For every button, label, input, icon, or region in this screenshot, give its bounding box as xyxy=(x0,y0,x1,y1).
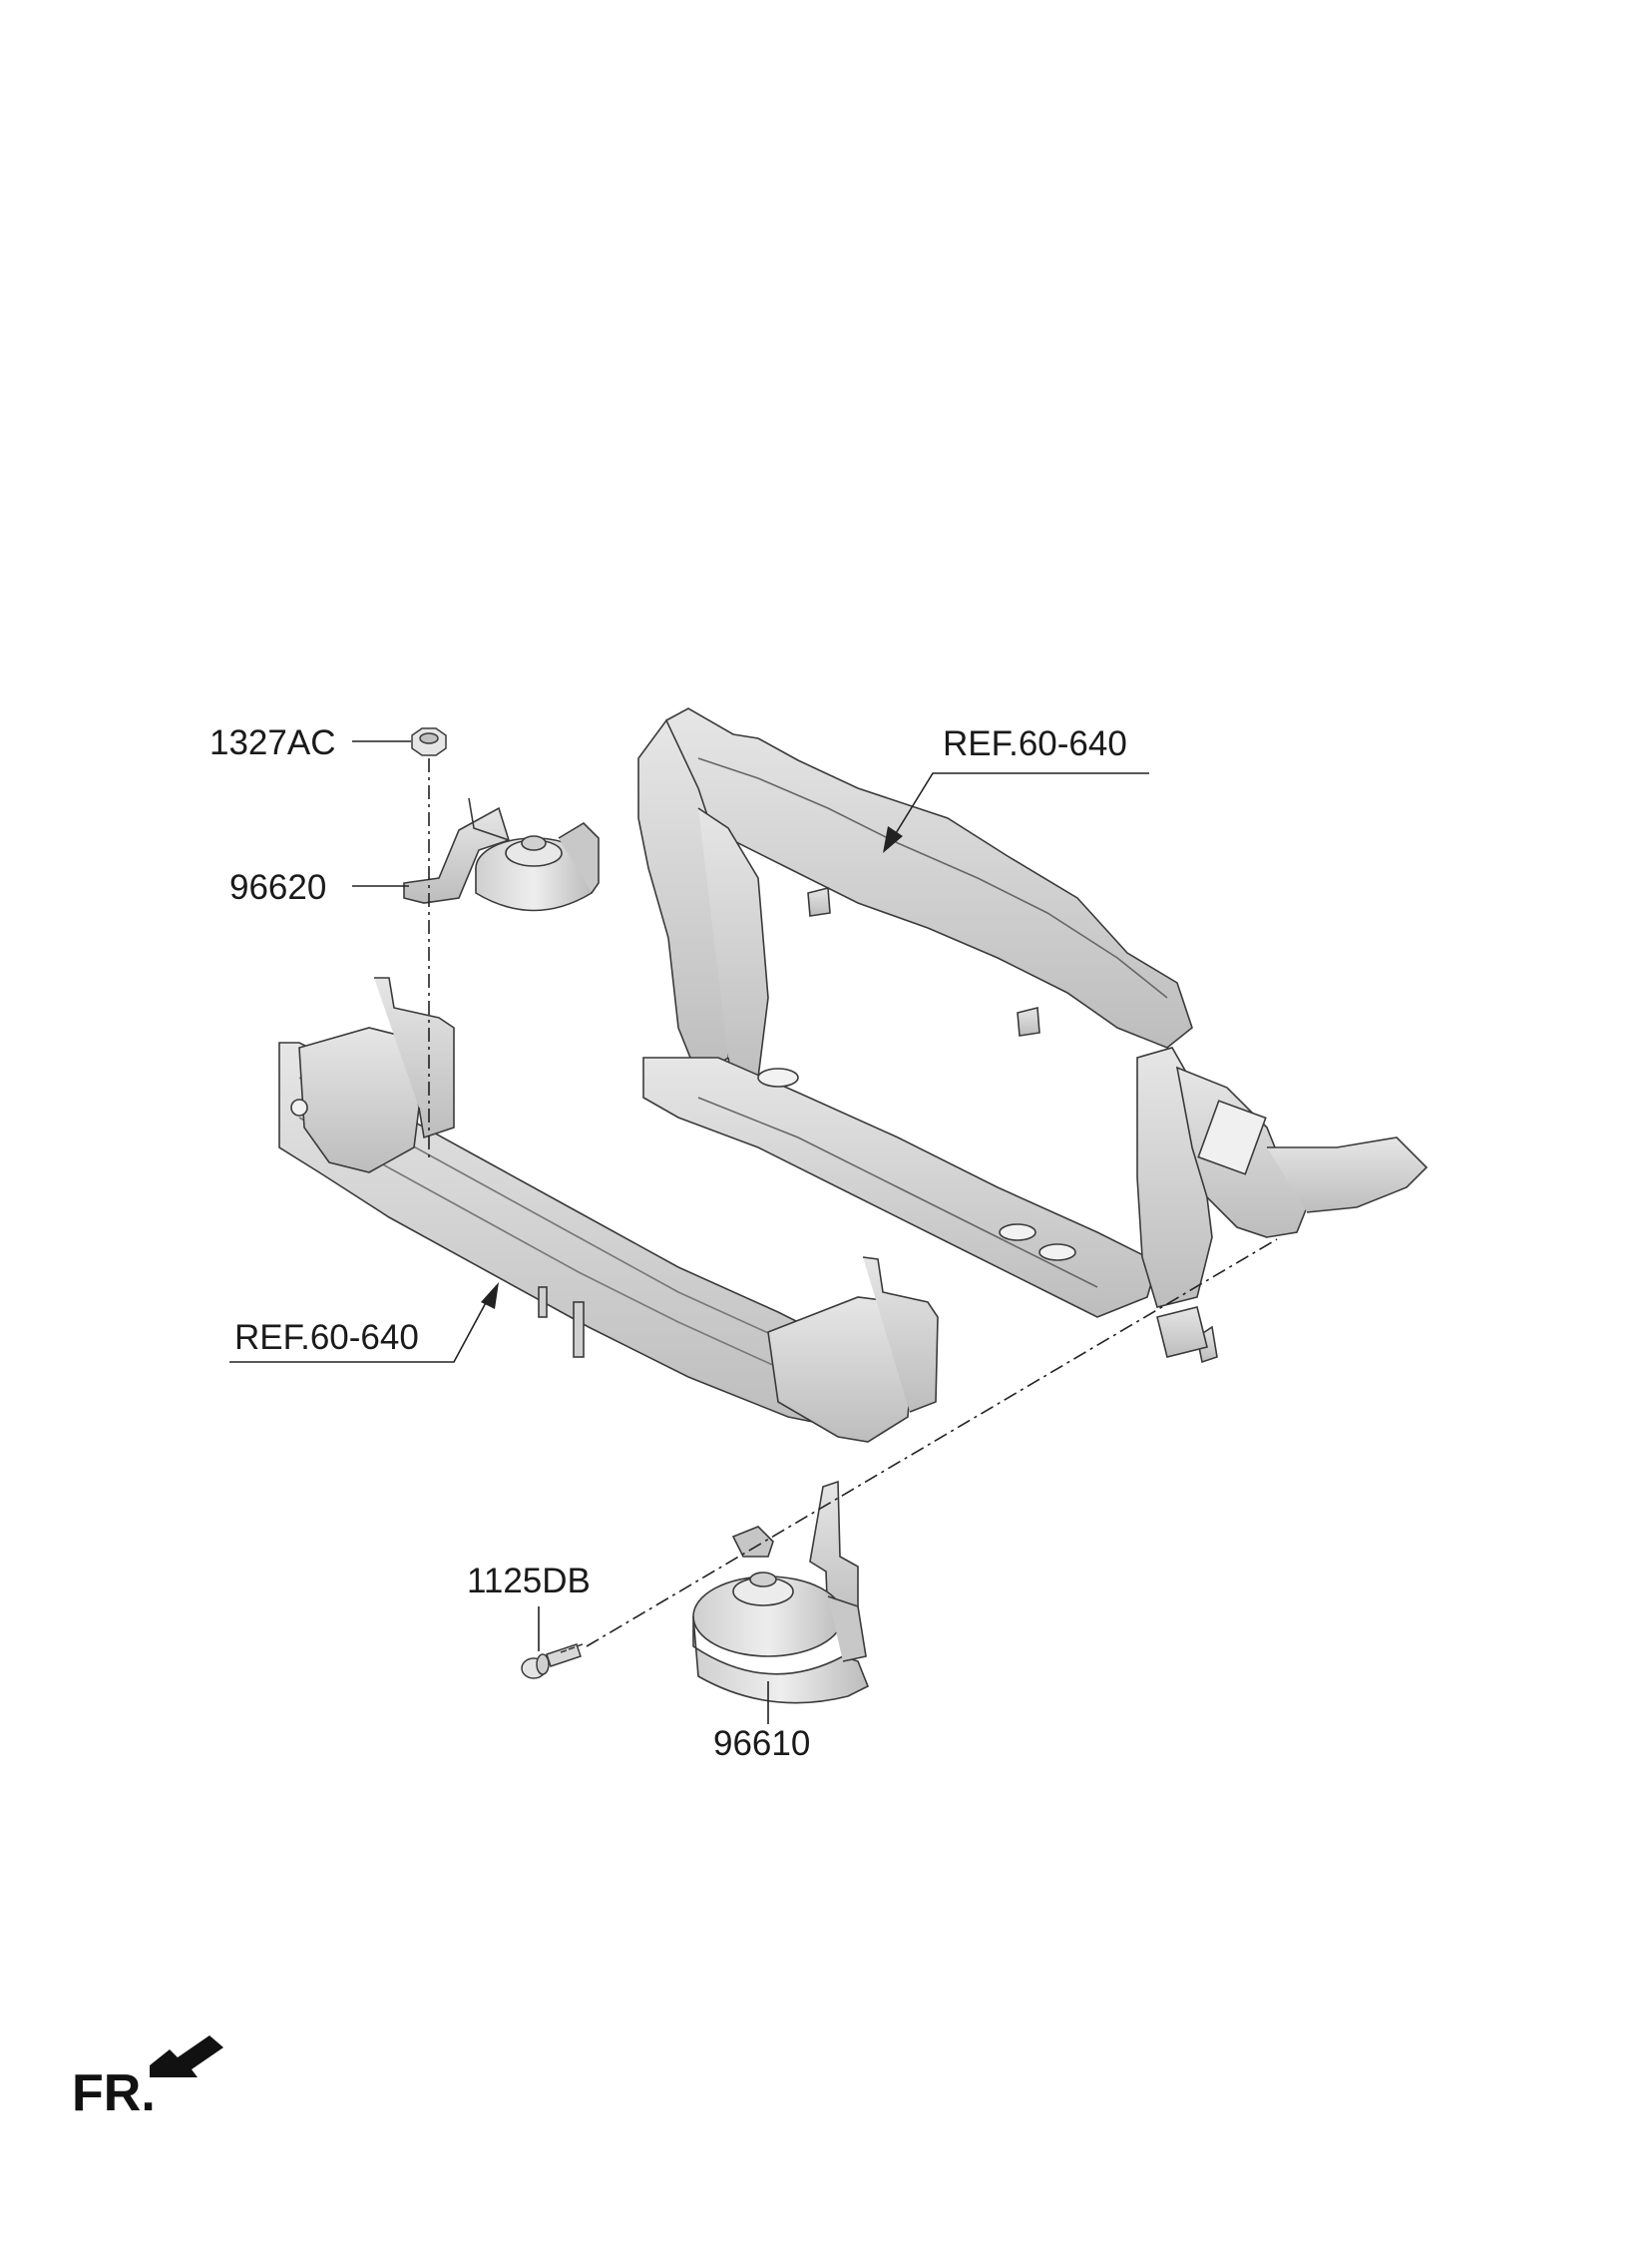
front-direction-arrow-icon xyxy=(150,2035,223,2077)
flange-bolt xyxy=(521,1643,584,1679)
leader-arrowheads xyxy=(481,826,903,1309)
label-1125db: 1125DB xyxy=(467,1562,591,1600)
leader-lines xyxy=(229,740,1149,1724)
horn-low-tone xyxy=(403,797,600,912)
flange-nut xyxy=(411,727,447,756)
front-bumper-beam xyxy=(278,977,939,1443)
label-ref-60-640-carrier: REF.60-640 xyxy=(943,724,1127,763)
front-direction-label: FR. xyxy=(72,2064,156,2122)
label-96610: 96610 xyxy=(713,1724,811,1763)
horn-high-tone xyxy=(692,1480,870,1704)
alignment-lines xyxy=(428,758,1278,1647)
label-ref-60-640-beam: REF.60-640 xyxy=(234,1318,419,1357)
label-96620: 96620 xyxy=(229,868,327,907)
front-end-carrier xyxy=(637,707,1429,1364)
label-1327ac: 1327AC xyxy=(209,723,336,762)
